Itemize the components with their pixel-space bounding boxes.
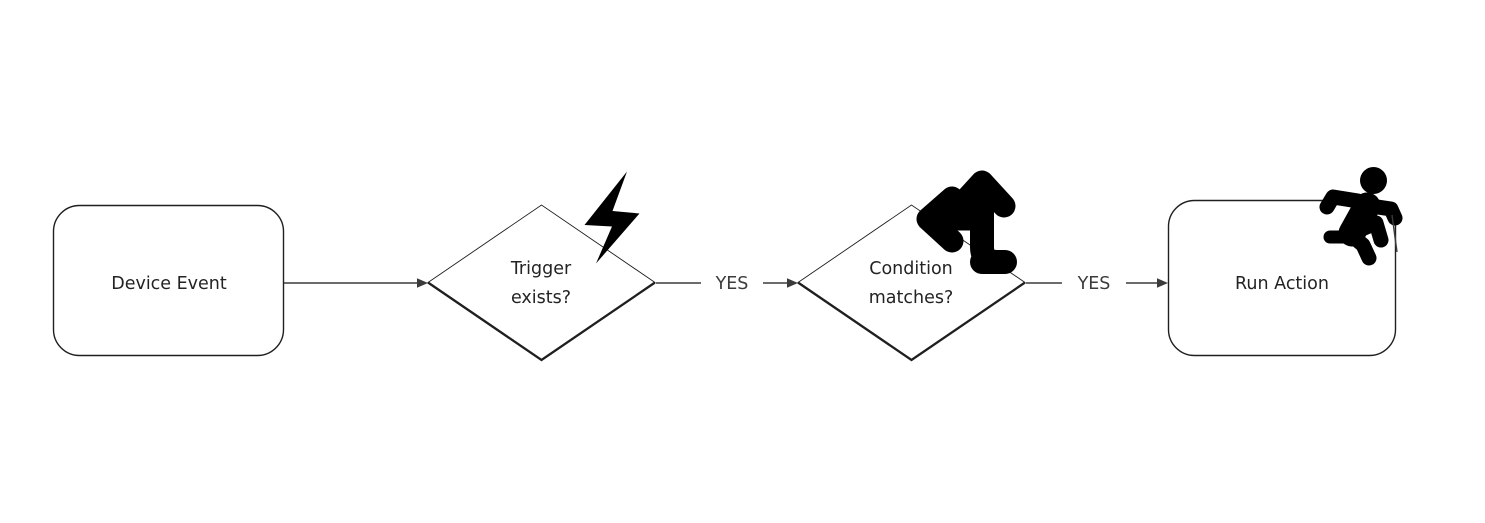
running-person-icon [1319, 167, 1403, 266]
edge-event-to-trigger-arrowhead [417, 278, 428, 288]
edge-condition-to-action-arrowhead [1157, 278, 1168, 288]
device-event-label: Device Event [111, 274, 227, 294]
run-action-label: Run Action [1235, 274, 1329, 294]
edge-condition-to-action: YES [1026, 274, 1168, 294]
edge-trigger-to-condition-arrowhead [787, 278, 798, 288]
trigger-exists-label-line1: Trigger [510, 259, 572, 279]
node-condition-matches[interactable]: Condition matches? [797, 204, 1026, 362]
lightning-bolt-icon [584, 171, 640, 264]
branch-arrows-icon [916, 170, 1017, 274]
trigger-exists-label-line2: exists? [511, 288, 571, 308]
edge-trigger-to-condition: YES [656, 274, 798, 294]
edge-trigger-to-condition-label: YES [715, 274, 749, 294]
runner-motion-line [1391, 214, 1398, 253]
condition-matches-label-line1: Condition [869, 259, 953, 279]
node-device-event[interactable]: Device Event [52, 204, 285, 357]
device-event-shape[interactable] [52, 204, 285, 357]
edge-event-to-trigger [284, 278, 428, 288]
condition-matches-shape-bold [797, 281, 1026, 362]
trigger-exists-shape-bold [427, 281, 656, 362]
condition-matches-label-line2: matches? [869, 288, 954, 308]
node-trigger-exists[interactable]: Trigger exists? [427, 204, 656, 362]
edge-condition-to-action-label: YES [1077, 274, 1111, 294]
